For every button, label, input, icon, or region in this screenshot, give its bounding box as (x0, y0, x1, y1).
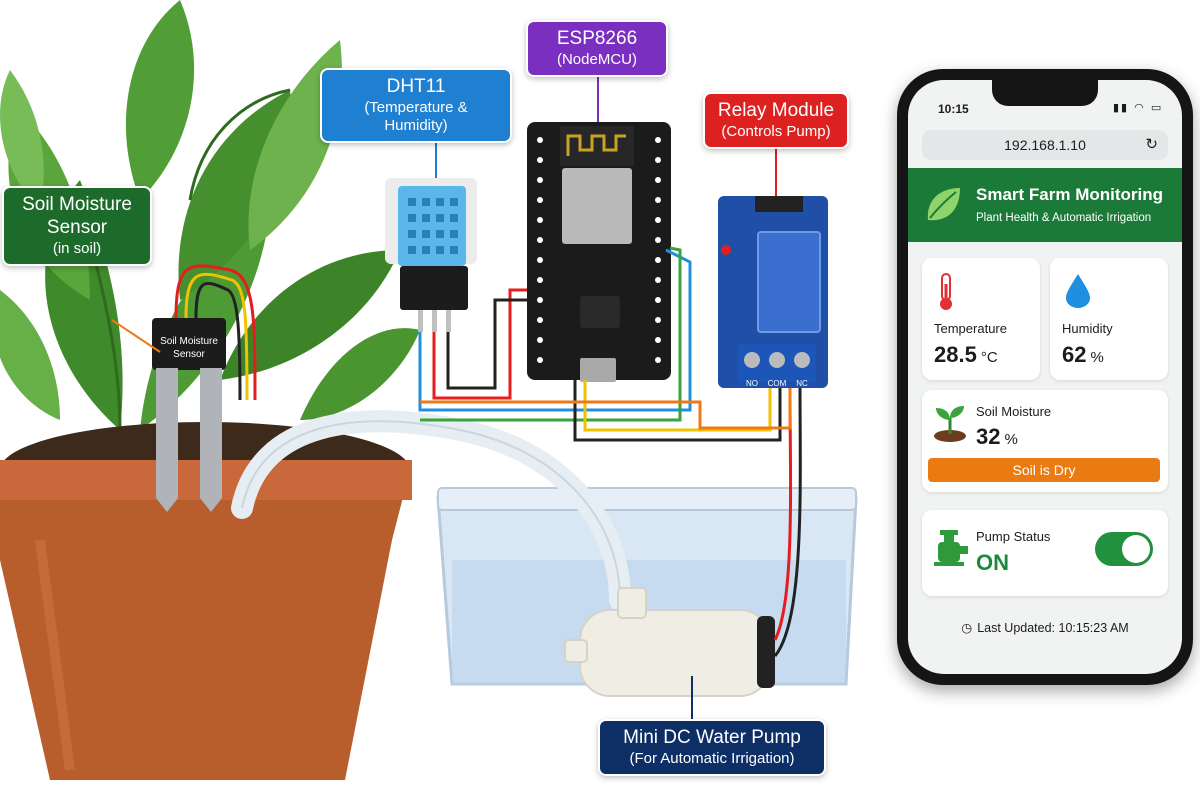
pump-status-card: Pump Status ON (922, 510, 1168, 596)
smartphone: 10:15 ▮▮ ◠ ▭ 192.168.1.10 ↻ Smart Farm M… (897, 69, 1193, 685)
pump-status-value: ON (976, 550, 1009, 575)
phone-notch (992, 80, 1098, 106)
water-pump-callout: Mini DC Water Pump (For Automatic Irriga… (598, 719, 826, 776)
relay-callout-line1: Relay Module (717, 100, 835, 121)
mini-pump (564, 587, 775, 697)
leaf-icon (927, 188, 960, 221)
connection-wires (418, 246, 792, 442)
humidity-label: Humidity (1062, 321, 1113, 336)
relay-callout-line2: (Controls Pump) (721, 122, 831, 140)
relay-module-callout: Relay Module (Controls Pump) (703, 92, 849, 149)
temperature-value: 28.5°C (934, 342, 998, 367)
soil-moisture-sensor: Soil Moisture Sensor (152, 264, 257, 512)
esp-callout-line2: (NodeMCU) (556, 50, 637, 68)
reload-icon[interactable]: ↻ (1145, 136, 1158, 153)
soil-moisture-card: Soil Moisture 32% Soil is Dry (922, 390, 1168, 492)
wifi-icon: ◠ (1134, 102, 1146, 114)
water-drop-icon (1066, 274, 1090, 308)
signal-icon: ▮▮ (1113, 102, 1130, 114)
esp8266-callout: ESP8266 (NodeMCU) (526, 20, 668, 77)
app-header: Smart Farm Monitoring Plant Health & Aut… (908, 168, 1182, 242)
sensor-board-label-line2: Sensor (173, 349, 205, 360)
relay-terminal-com: COM (768, 379, 787, 388)
browser-url-bar[interactable]: 192.168.1.10 ↻ (922, 130, 1168, 160)
clock-icon: ◷ (961, 621, 973, 635)
soil-moisture-sensor-callout: Soil Moisture Sensor (in soil) (2, 186, 152, 266)
dht11-sensor (385, 178, 477, 332)
sensor-board-label-line1: Soil Moisture (160, 336, 218, 347)
pump-callout-line1: Mini DC Water Pump (623, 727, 801, 748)
humidity-card: Humidity 62% (1050, 258, 1168, 380)
dht-callout-line2: (Temperature & Humidity) (364, 98, 468, 134)
pump-toggle-switch[interactable] (1095, 532, 1153, 566)
url-text: 192.168.1.10 (1004, 137, 1086, 153)
temperature-card: Temperature 28.5°C (922, 258, 1040, 380)
temperature-label: Temperature (934, 321, 1007, 336)
esp-callout-line1: ESP8266 (556, 28, 638, 49)
battery-icon: ▭ (1150, 102, 1164, 114)
last-updated-text: Last Updated: 10:15:23 AM (977, 621, 1129, 635)
soil-moisture-label: Soil Moisture (976, 404, 1052, 419)
status-bar-icons: ▮▮ ◠ ▭ (1113, 101, 1163, 114)
soil-status-badge: Soil is Dry (928, 458, 1160, 482)
dht11-callout: DHT11 (Temperature & Humidity) (320, 68, 512, 143)
sprout-icon (934, 406, 966, 442)
humidity-value: 62% (1062, 342, 1104, 367)
phone-screen: 10:15 ▮▮ ◠ ▭ 192.168.1.10 ↻ Smart Farm M… (908, 80, 1182, 674)
thermometer-icon (940, 273, 952, 310)
esp8266-board (527, 122, 671, 382)
soil-callout-line1: Soil Moisture (22, 194, 132, 215)
pump-icon (934, 530, 968, 566)
app-subtitle: Plant Health & Automatic Irrigation (976, 212, 1152, 224)
flower-pot (0, 470, 410, 780)
toggle-knob (1122, 535, 1150, 563)
relay-module: NO COM NC (718, 196, 828, 388)
relay-terminal-no: NO (746, 379, 758, 388)
status-bar-time: 10:15 (938, 102, 969, 116)
last-updated: ◷ Last Updated: 10:15:23 AM (908, 620, 1182, 635)
dht-callout-line1: DHT11 (386, 76, 446, 97)
pump-callout-line2: (For Automatic Irrigation) (629, 749, 795, 767)
relay-terminal-nc: NC (796, 379, 808, 388)
pump-status-label: Pump Status (976, 529, 1051, 544)
soil-callout-line2: Sensor (46, 216, 108, 238)
app-title: Smart Farm Monitoring (976, 185, 1164, 204)
soil-moisture-value: 32% (976, 424, 1018, 449)
soil-callout-line3: (in soil) (52, 239, 102, 257)
